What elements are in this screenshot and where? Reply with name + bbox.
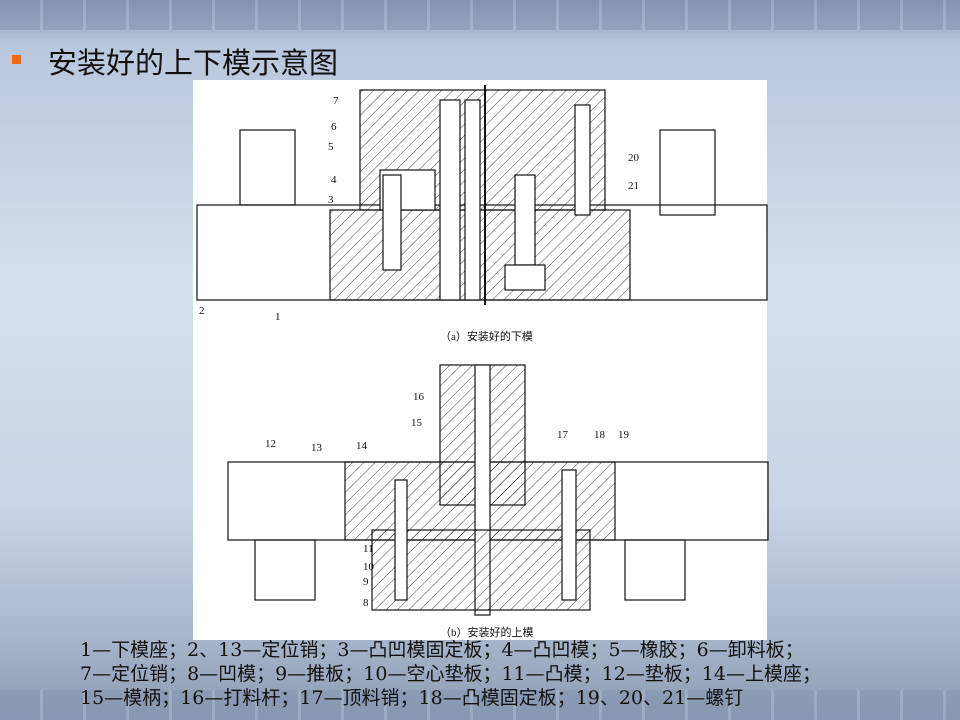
label-8: 8 (363, 597, 369, 609)
label-13: 13 (311, 442, 323, 454)
slide-title: 安装好的上下模示意图 (48, 46, 339, 80)
label-6: 6 (331, 121, 337, 133)
label-2: 2 (199, 305, 205, 317)
label-16: 16 (413, 391, 425, 403)
label-9: 9 (363, 576, 369, 588)
label-3: 3 (328, 194, 334, 206)
label-18: 18 (594, 429, 606, 441)
label-19: 19 (618, 429, 630, 441)
parts-legend: 1—下模座；2、13—定位销；3—凸凹模固定板；4—凸凹模；5—橡胶；6—卸料板… (80, 638, 900, 710)
label-5: 5 (328, 141, 334, 153)
caption-a: （a）安装好的下模 (440, 329, 533, 343)
label-17: 17 (557, 429, 569, 441)
label-14: 14 (356, 440, 368, 452)
label-11: 11 (363, 543, 374, 555)
label-7: 7 (333, 95, 339, 107)
label-12: 12 (265, 438, 276, 450)
legend-line: 7—定位销；8—凹模；9—推板；10—空心垫板；11—凸模；12—垫板；14—上… (80, 663, 821, 685)
bullet-icon (12, 55, 21, 64)
caption-b: （b）安装好的上模 (440, 625, 534, 639)
label-1: 1 (275, 311, 281, 323)
decor-bricks-top (0, 0, 960, 30)
label-20: 20 (628, 152, 640, 164)
label-10: 10 (363, 561, 375, 573)
label-15: 15 (411, 417, 423, 429)
lower-die (196, 85, 768, 305)
label-21: 21 (628, 180, 639, 192)
legend-line: 1—下模座；2、13—定位销；3—凸凹模固定板；4—凸凹模；5—橡胶；6—卸料板… (80, 639, 804, 661)
legend-line: 15—模柄；16—打料杆；17—顶料销；18—凸模固定板；19、20、21—螺钉 (80, 687, 744, 709)
label-4: 4 (331, 174, 337, 186)
decor-bricks-bottom (0, 690, 960, 720)
upper-die (227, 364, 769, 616)
